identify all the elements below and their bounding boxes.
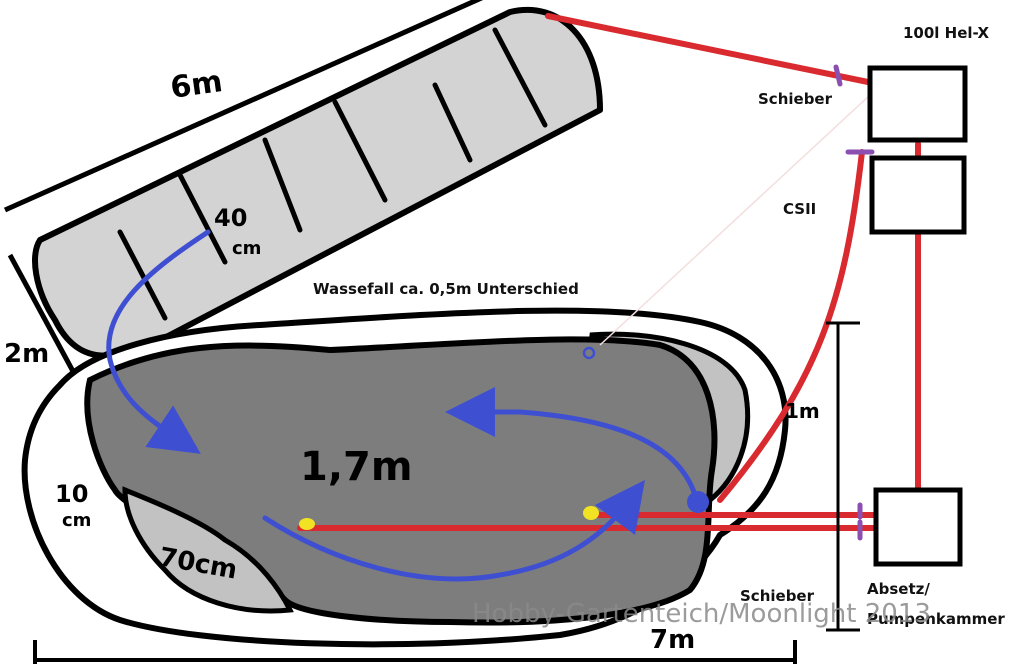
- return-outlet: [687, 491, 709, 513]
- label-40-unit: cm: [232, 238, 261, 259]
- watermark: Hobby-Gartenteich/Moonlight 2013: [472, 599, 931, 629]
- pipe-csii-return: [717, 149, 865, 503]
- pump-chamber-box: [873, 487, 963, 567]
- flow-arrows: [106, 229, 698, 582]
- label-6m: 6m: [168, 64, 225, 106]
- pale-line: [599, 94, 871, 346]
- small-outlet: [582, 346, 596, 360]
- filter-dividers: [117, 27, 548, 321]
- pipe-to-helx: [545, 13, 871, 85]
- dimension-1m: [826, 321, 860, 632]
- label-2m: 2m: [4, 339, 49, 369]
- bottom-drain-inlet: [299, 518, 315, 530]
- valve-top: [833, 64, 843, 87]
- label-10: 10: [55, 480, 88, 508]
- helx-box: [867, 65, 968, 143]
- label-pumpenkammer: Pumpenkammer: [867, 610, 1005, 628]
- label-helx: 100l Hel-X: [903, 24, 990, 42]
- label-schieber-bottom: Schieber: [740, 587, 815, 605]
- dimension-7m: [33, 640, 797, 664]
- label-10-unit: cm: [62, 510, 91, 531]
- label-csii: CSII: [783, 200, 816, 218]
- skimmer-inlet: [583, 506, 599, 520]
- main-pond: [21, 307, 789, 648]
- filter-boxes: [867, 65, 968, 567]
- dimension-2m-line: [7, 253, 78, 377]
- csii-box: [869, 155, 967, 235]
- label-absetz: Absetz/: [867, 580, 930, 598]
- label-waterfall: Wassefall ca. 0,5m Unterschied: [313, 280, 579, 298]
- label-1m: 1m: [785, 399, 820, 423]
- label-schieber-top: Schieber: [758, 90, 833, 108]
- flow-arrow-waterfall: [106, 229, 211, 454]
- valves: [833, 64, 875, 541]
- label-depth-1-7m: 1,7m: [300, 444, 413, 490]
- label-7m: 7m: [650, 625, 695, 655]
- label-40: 40: [214, 204, 247, 232]
- flow-arrow-bottom: [262, 480, 646, 582]
- dimension-6m-line: [3, 0, 484, 213]
- flow-arrow-top: [445, 387, 698, 498]
